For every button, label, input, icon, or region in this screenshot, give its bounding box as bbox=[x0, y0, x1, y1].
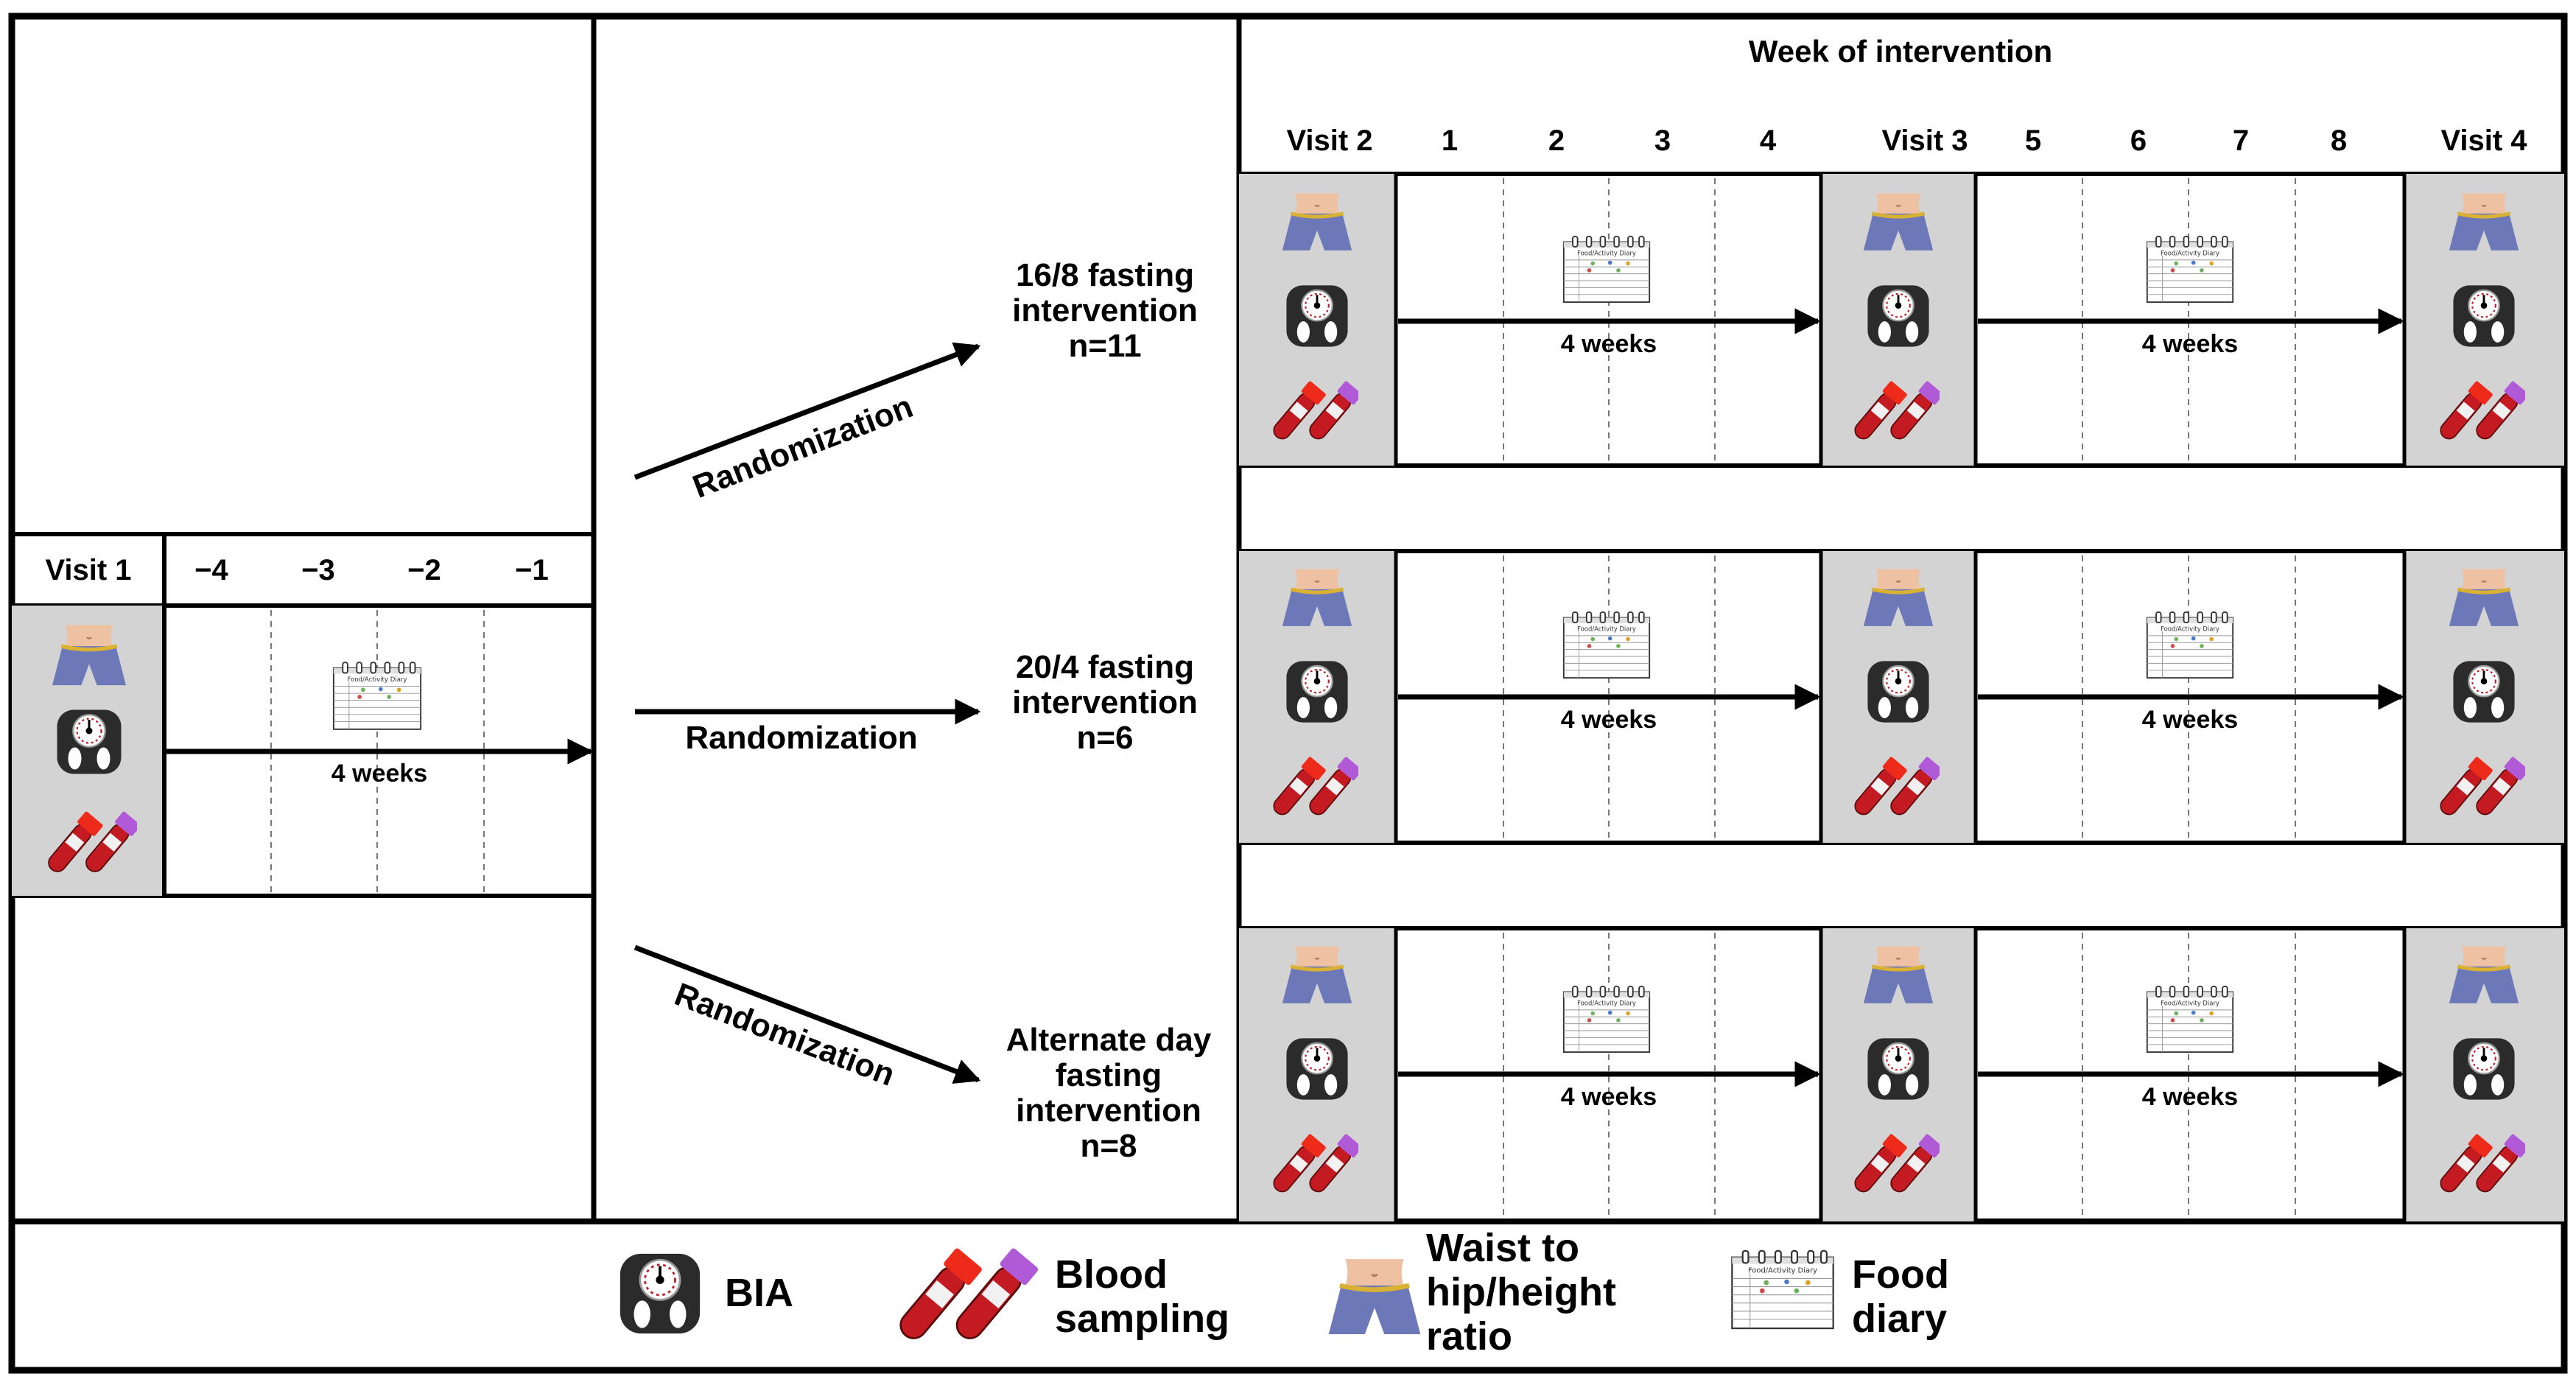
blood-tubes-icon bbox=[891, 1246, 1039, 1347]
week-minus-3-label: −3 bbox=[301, 554, 335, 586]
scale-icon bbox=[1867, 660, 1930, 723]
food-diary-icon bbox=[2146, 611, 2234, 679]
randomization-label-2: Randomization bbox=[685, 720, 917, 756]
period-label: 4 weeks bbox=[1561, 706, 1657, 734]
intervention-row-alternate-day: 4 weeks 4 weeks bbox=[1239, 928, 2564, 1221]
scale-icon bbox=[2452, 1037, 2516, 1101]
food-diary-icon bbox=[1562, 235, 1651, 304]
svg-text:n=8: n=8 bbox=[1080, 1128, 1137, 1164]
food-diary-icon bbox=[1731, 1249, 1834, 1330]
scale-icon bbox=[1285, 1037, 1349, 1101]
header-week-7: 7 bbox=[2233, 125, 2249, 157]
scale-icon bbox=[1867, 284, 1930, 348]
intervention-panel: Week of intervention Visit 2 1 2 3 4 Vis… bbox=[1239, 34, 2564, 1221]
svg-text:fasting: fasting bbox=[1056, 1057, 1162, 1093]
pre-period-label: 4 weeks bbox=[331, 760, 427, 788]
header-week-6: 6 bbox=[2130, 125, 2147, 157]
svg-text:n=11: n=11 bbox=[1068, 328, 1141, 364]
group-alternate-day-label: Alternate day fasting intervention n=8 bbox=[1006, 1022, 1212, 1164]
header-week-5: 5 bbox=[2025, 125, 2041, 157]
randomization-panel: Randomization Randomization Randomizatio… bbox=[634, 257, 1212, 1164]
food-diary-icon bbox=[1562, 611, 1651, 679]
period-label: 4 weeks bbox=[2142, 330, 2238, 358]
legend: BIA Blood sampling Waist to hip/height r… bbox=[619, 1226, 1949, 1358]
header-visit-2: Visit 2 bbox=[1286, 125, 1372, 157]
intervention-row-16-8: 4 weeks 4 weeks bbox=[1239, 174, 2564, 468]
period-label: 4 weeks bbox=[2142, 706, 2238, 734]
svg-text:intervention: intervention bbox=[1016, 1093, 1201, 1129]
svg-text:Alternate day: Alternate day bbox=[1006, 1022, 1212, 1058]
legend-blood-label-line2: sampling bbox=[1055, 1297, 1229, 1341]
legend-waist-label-line3: ratio bbox=[1426, 1314, 1512, 1358]
intervention-row-20-4: 4 weeks 4 weeks bbox=[1239, 551, 2564, 845]
svg-text:intervention: intervention bbox=[1012, 292, 1198, 329]
legend-waist-label-line2: hip/height bbox=[1426, 1270, 1616, 1314]
scale-icon bbox=[1285, 284, 1349, 348]
svg-text:n=6: n=6 bbox=[1076, 720, 1133, 756]
week-minus-1-label: −1 bbox=[515, 554, 549, 586]
header-visit-4: Visit 4 bbox=[2440, 125, 2527, 157]
randomization-label-1: Randomization bbox=[688, 388, 918, 505]
food-diary-icon bbox=[332, 662, 422, 730]
header-week-1: 1 bbox=[1442, 125, 1458, 157]
scale-icon bbox=[619, 1252, 701, 1335]
scale-icon bbox=[2452, 660, 2516, 723]
period-label: 4 weeks bbox=[2142, 1083, 2238, 1111]
group-16-8-label: 16/8 fasting intervention n=11 bbox=[1012, 257, 1198, 364]
scale-icon bbox=[2452, 284, 2516, 348]
week-minus-2-label: −2 bbox=[407, 554, 441, 586]
week-of-intervention-title: Week of intervention bbox=[1749, 34, 2052, 69]
legend-diary-label-line2: diary bbox=[1852, 1297, 1947, 1341]
randomization-arrow-3 bbox=[634, 944, 981, 1084]
group-20-4-label: 20/4 fasting intervention n=6 bbox=[1012, 649, 1198, 756]
scale-icon bbox=[1285, 660, 1349, 723]
svg-text:16/8 fasting: 16/8 fasting bbox=[1016, 257, 1194, 293]
legend-blood-label-line1: Blood bbox=[1055, 1252, 1168, 1297]
food-diary-icon bbox=[1562, 985, 1651, 1053]
pre-intervention-panel: Visit 1 −4 −3 −2 −1 4 weeks bbox=[12, 532, 594, 898]
waist-icon bbox=[1329, 1259, 1420, 1334]
svg-text:20/4 fasting: 20/4 fasting bbox=[1016, 649, 1194, 685]
visit-1-label: Visit 1 bbox=[45, 554, 131, 586]
period-label: 4 weeks bbox=[1561, 1083, 1657, 1111]
legend-bia-label: BIA bbox=[725, 1271, 793, 1315]
week-minus-4-label: −4 bbox=[194, 554, 228, 586]
period-label: 4 weeks bbox=[1561, 330, 1657, 358]
scale-icon bbox=[56, 709, 122, 775]
svg-text:intervention: intervention bbox=[1012, 684, 1198, 720]
scale-icon bbox=[1867, 1037, 1930, 1101]
randomization-arrow-1 bbox=[634, 342, 981, 480]
header-week-3: 3 bbox=[1654, 125, 1671, 157]
food-diary-icon bbox=[2146, 985, 2234, 1053]
food-diary-icon bbox=[2146, 235, 2234, 304]
header-week-4: 4 bbox=[1760, 125, 1777, 157]
legend-diary-label-line1: Food bbox=[1852, 1252, 1949, 1297]
header-week-8: 8 bbox=[2331, 125, 2347, 157]
header-week-2: 2 bbox=[1548, 125, 1565, 157]
legend-waist-label-line1: Waist to bbox=[1426, 1226, 1579, 1270]
header-visit-3: Visit 3 bbox=[1881, 125, 1968, 157]
